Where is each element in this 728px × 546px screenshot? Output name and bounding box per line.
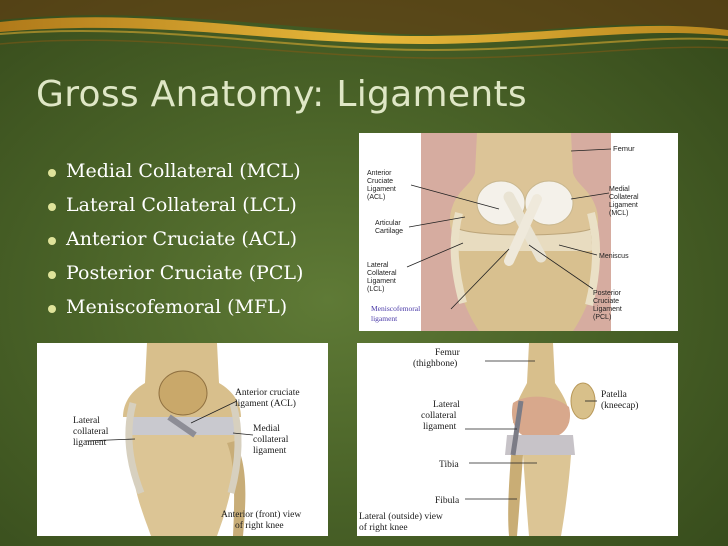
label-femur: Femur	[613, 144, 635, 153]
label-meniscus: Meniscus	[599, 253, 629, 260]
svg-text:Articular Cartilage: Articular Cartilage	[375, 220, 403, 235]
svg-text:Femur (thighbone): Femur (thighbone)	[413, 348, 462, 369]
caption-anterior-view: of right knee	[235, 520, 284, 531]
label-acl: Cruciate	[367, 178, 393, 185]
list-item: Meniscofemoral (MFL)	[48, 296, 303, 330]
label-articular-cartilage: Articular	[375, 220, 401, 227]
label-lcl: Collateral	[367, 270, 397, 277]
decorative-top-band	[0, 0, 728, 59]
slide-title: Gross Anatomy: Ligaments	[36, 74, 527, 115]
label-acl: ligament (ACL)	[235, 398, 296, 409]
label-lcl: ligament	[423, 422, 457, 432]
label-fibula: Fibula	[435, 496, 460, 506]
anterior-view-figure: Anterior cruciate ligament (ACL) Lateral…	[37, 343, 328, 536]
svg-text:Medial Collateral: Medial Collateral Ligament (MCL)	[609, 186, 641, 217]
label-patella: Patella	[601, 390, 628, 400]
list-item: Medial Collateral (MCL)	[48, 160, 303, 194]
label-articular-cartilage: Cartilage	[375, 228, 403, 235]
svg-text:Medial collateral: Medial collateral ligament	[253, 424, 291, 456]
list-item: Lateral Collateral (LCL)	[48, 194, 303, 228]
label-lcl: collateral	[73, 427, 109, 437]
label-meniscofemoral: ligament	[371, 314, 398, 323]
label-lcl: Lateral	[73, 416, 100, 426]
label-mcl: (MCL)	[609, 210, 628, 217]
lateral-view-figure: Femur (thighbone) Patella (kneecap) Late…	[357, 343, 678, 536]
knee-ligaments-figure: Femur Anterior Cruciate Ligament (ACL) M…	[359, 133, 678, 331]
svg-text:Lateral Collateral: Lateral Collateral Ligament (LCL)	[367, 262, 399, 293]
list-item: Posterior Cruciate (PCL)	[48, 262, 303, 296]
svg-text:Anterior (front) view: Anterior (front) view of right knee	[221, 509, 304, 531]
label-acl: Ligament	[367, 186, 396, 193]
label-lcl: Lateral	[433, 400, 460, 410]
label-mcl: collateral	[253, 435, 289, 445]
label-acl: Anterior cruciate	[235, 388, 300, 398]
svg-text:Posterior Cruciate: Posterior Cruciate Ligament (PCL)	[593, 290, 624, 321]
label-lcl: Lateral	[367, 262, 389, 269]
svg-text:Meniscofemoral ligamen: Meniscofemoral ligament	[371, 304, 422, 323]
ligament-list: Medial Collateral (MCL) Lateral Collater…	[48, 160, 303, 330]
label-acl: Anterior	[367, 170, 392, 177]
label-lcl: Ligament	[367, 278, 396, 285]
label-pcl: (PCL)	[593, 314, 611, 321]
label-meniscofemoral: Meniscofemoral	[371, 304, 420, 313]
label-femur: (thighbone)	[413, 358, 457, 369]
svg-text:Lateral collateral: Lateral collateral ligament	[73, 416, 111, 448]
label-patella: (kneecap)	[601, 400, 638, 411]
label-pcl: Cruciate	[593, 298, 619, 305]
list-item: Anterior Cruciate (ACL)	[48, 228, 303, 262]
label-acl: (ACL)	[367, 194, 385, 201]
svg-text:Lateral (outside) view: Lateral (outside) view of right knee	[359, 511, 445, 533]
svg-text:Patella (kneecap): Patella (kneecap)	[601, 390, 638, 411]
caption-anterior-view: Anterior (front) view	[221, 509, 301, 520]
label-lcl: (LCL)	[367, 286, 385, 293]
svg-text:Lateral collateral: Lateral collateral ligament	[421, 400, 462, 432]
label-lcl: collateral	[421, 411, 457, 421]
label-pcl: Posterior	[593, 290, 622, 297]
label-femur: Femur	[435, 348, 461, 358]
svg-text:Anterior Cruciate: Anterior Cruciate Ligament (ACL)	[367, 170, 398, 201]
label-tibia: Tibia	[439, 460, 459, 470]
svg-text:Anterior cruciate liga: Anterior cruciate ligament (ACL)	[235, 388, 302, 409]
label-pcl: Ligament	[593, 306, 622, 313]
label-mcl: Medial	[609, 186, 630, 193]
caption-lateral-view: of right knee	[359, 522, 408, 533]
label-mcl: Ligament	[609, 202, 638, 209]
label-mcl: ligament	[253, 446, 287, 456]
label-mcl: Collateral	[609, 194, 639, 201]
tibia-bone-shape	[456, 251, 596, 331]
label-lcl: ligament	[73, 438, 107, 448]
caption-lateral-view: Lateral (outside) view	[359, 511, 443, 522]
label-mcl: Medial	[253, 424, 280, 434]
